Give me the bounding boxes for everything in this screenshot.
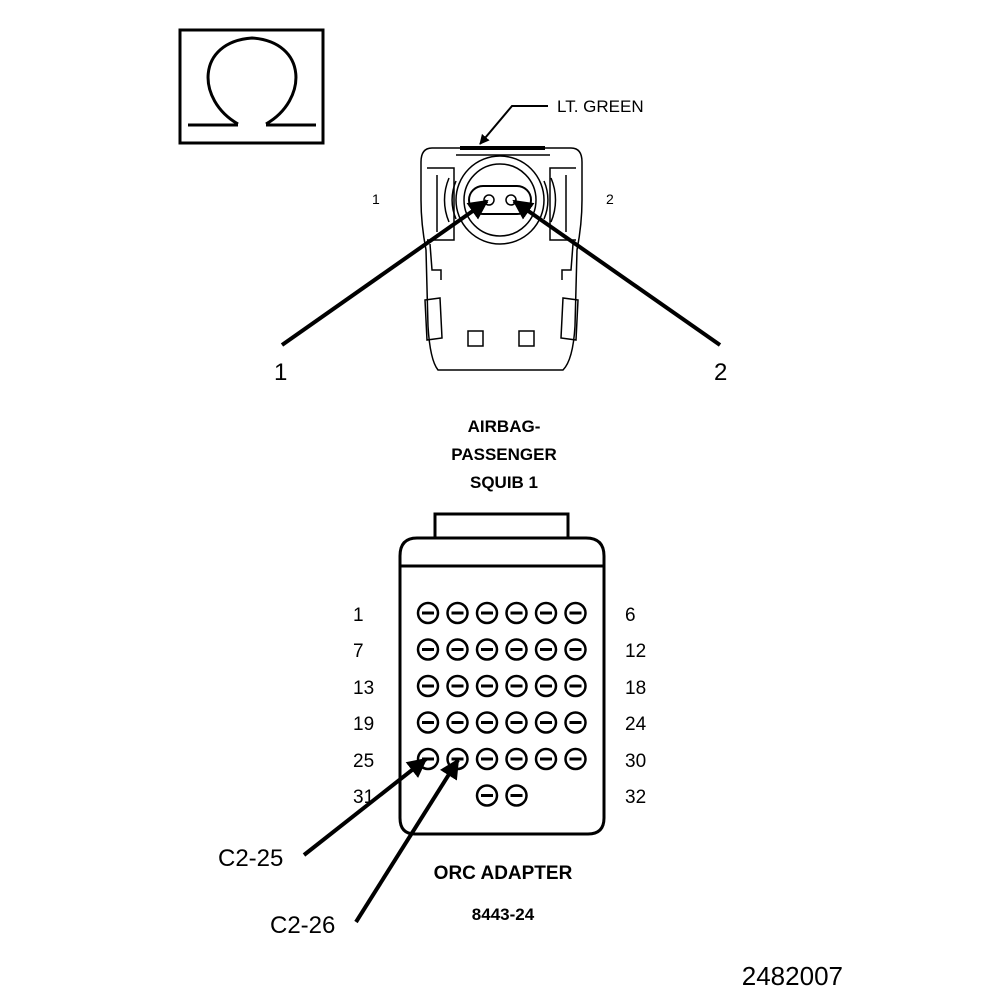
pin-cavity <box>534 638 558 661</box>
pin-cavity <box>564 601 587 625</box>
pin-cavity <box>534 711 558 734</box>
pin-cavity <box>505 747 528 771</box>
callout-c2-25: C2-25 <box>218 845 283 872</box>
callout-arrow-pin-1 <box>280 199 489 347</box>
pin-cavity <box>475 747 499 771</box>
pin-cavity <box>505 674 528 698</box>
pin-cavity <box>446 674 469 698</box>
orc-row-labels-right: 6 12 18 24 30 32 <box>625 605 647 808</box>
pin-cavity <box>564 638 587 661</box>
squib-callout-right: 2 <box>714 359 727 386</box>
row-label-left: 19 <box>353 714 374 735</box>
pin-cavity <box>446 601 469 625</box>
pin-cavity <box>475 674 499 698</box>
row-label-left: 31 <box>353 787 374 808</box>
orc-adapter-part-number: 8443-24 <box>472 905 535 924</box>
pin-cavity <box>564 711 587 734</box>
pin-cavity <box>564 674 587 698</box>
squib-title-line-1: AIRBAG- <box>468 417 541 436</box>
pin-cavity <box>534 601 558 625</box>
callout-c2-26: C2-26 <box>270 912 335 939</box>
orc-row-labels-left: 1 7 13 19 25 31 <box>353 605 374 808</box>
squib-title-line-2: PASSENGER <box>451 445 557 464</box>
pin-cavity <box>446 638 469 661</box>
squib-title-line-3: SQUIB 1 <box>470 473 538 492</box>
row-label-left: 1 <box>353 605 364 626</box>
row-label-right: 30 <box>625 751 646 772</box>
pin-cavity <box>475 784 499 807</box>
row-label-left: 7 <box>353 641 364 662</box>
pin-cavity <box>475 711 499 734</box>
orc-adapter-body <box>398 512 606 836</box>
squib-connector-body <box>420 146 583 371</box>
row-label-right: 6 <box>625 605 636 626</box>
row-label-right: 24 <box>625 714 647 735</box>
wire-color-leader <box>479 105 548 145</box>
squib-pin-label-right: 2 <box>606 191 614 207</box>
pin-cavity <box>505 601 528 625</box>
pin-cavity <box>534 674 558 698</box>
callout-arrow-c2-26 <box>354 758 460 924</box>
pin-cavity <box>505 784 528 807</box>
row-label-right: 18 <box>625 678 646 699</box>
row-label-left: 13 <box>353 678 374 699</box>
pin-cavity <box>475 638 499 661</box>
pin-cavity <box>416 638 440 661</box>
wire-color-label: LT. GREEN <box>557 97 644 116</box>
figure-id: 2482007 <box>742 961 843 991</box>
pin-cavity <box>564 747 587 771</box>
pin-cavity <box>416 601 440 625</box>
callout-arrow-c2-25 <box>302 757 428 857</box>
pin-cavity <box>416 747 440 771</box>
callout-arrow-pin-2 <box>512 199 722 347</box>
row-label-right: 32 <box>625 787 646 808</box>
row-label-left: 25 <box>353 751 374 772</box>
pin-cavity <box>505 638 528 661</box>
pin-cavity <box>416 674 440 698</box>
pin-cavity <box>446 747 469 771</box>
squib-pin-label-left: 1 <box>372 191 380 207</box>
pin-cavity <box>534 747 558 771</box>
pin-cavity <box>475 601 499 625</box>
pin-cavity <box>446 711 469 734</box>
ohm-symbol-icon <box>178 28 325 145</box>
pin-cavity <box>416 711 440 734</box>
orc-pin-grid <box>416 601 587 807</box>
squib-callout-left: 1 <box>274 359 287 386</box>
orc-adapter-name: ORC ADAPTER <box>434 863 573 884</box>
row-label-right: 12 <box>625 641 646 662</box>
pin-cavity <box>505 711 528 734</box>
